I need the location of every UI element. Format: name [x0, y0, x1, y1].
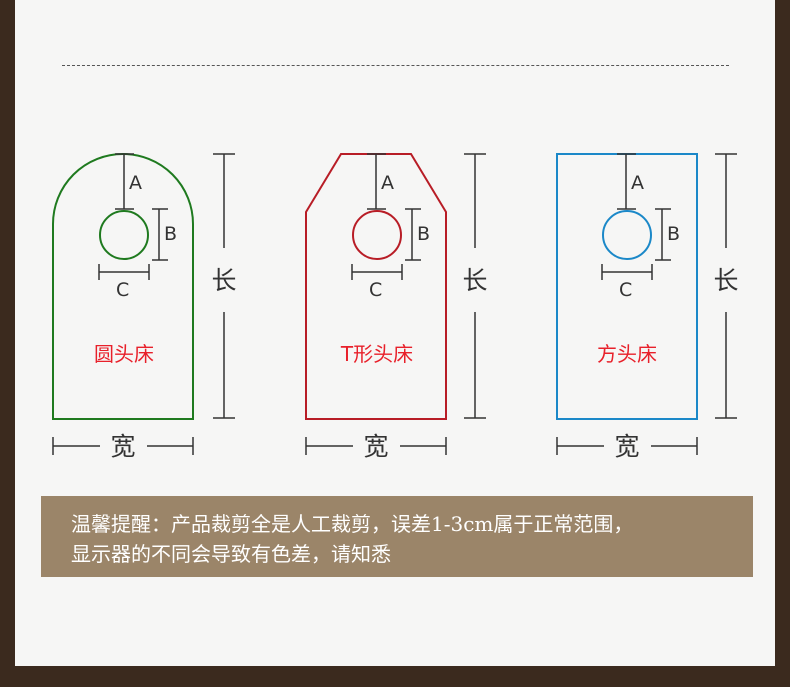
width-dim-marker — [556, 437, 698, 455]
t-head-outline — [305, 153, 447, 420]
width-label: 宽 — [110, 432, 135, 461]
dim-c-marker — [98, 264, 150, 280]
notice-line-2: 显示器的不同会导致有色差，请知悉 — [71, 542, 391, 566]
dim-a-marker — [367, 153, 386, 210]
dim-a-label: A — [381, 172, 394, 194]
round-head-diagram: A B C 圆头床 长 宽 — [52, 153, 237, 461]
t-head-diagram: A B C T形头床 长 宽 — [305, 153, 488, 461]
square-head-diagram: A B C 方头床 长 宽 — [556, 153, 739, 461]
length-label: 长 — [211, 266, 236, 295]
hole-circle — [602, 210, 652, 260]
width-label: 宽 — [363, 432, 388, 461]
length-dim-marker — [715, 153, 737, 419]
dim-c-label: C — [619, 279, 632, 301]
dim-a-marker — [617, 153, 636, 210]
dim-b-label: B — [164, 223, 177, 245]
length-dim-marker — [464, 153, 486, 419]
dim-b-label: B — [417, 223, 430, 245]
notice-box — [41, 496, 753, 577]
width-dim-marker — [52, 437, 194, 455]
dim-c-marker — [601, 264, 653, 280]
length-label: 长 — [462, 266, 487, 295]
shape-name-square: 方头床 — [597, 342, 657, 366]
dim-c-marker — [351, 264, 403, 280]
shape-name-t: T形头床 — [340, 342, 413, 366]
hole-circle — [352, 210, 402, 260]
dim-b-marker — [405, 208, 421, 261]
dim-a-marker — [115, 153, 134, 210]
dim-a-label: A — [631, 172, 644, 194]
dim-b-label: B — [667, 223, 680, 245]
dim-c-label: C — [116, 279, 129, 301]
dim-b-marker — [655, 208, 671, 261]
dim-b-marker — [152, 208, 168, 261]
dashed-divider — [62, 65, 729, 66]
shape-name-round: 圆头床 — [94, 342, 154, 366]
dim-c-label: C — [369, 279, 382, 301]
width-label: 宽 — [614, 432, 639, 461]
notice-line-1: 温馨提醒：产品裁剪全是人工裁剪，误差1-3cm属于正常范围， — [71, 512, 634, 536]
hole-circle — [99, 210, 149, 260]
length-label: 长 — [713, 266, 738, 295]
width-dim-marker — [305, 437, 447, 455]
length-dim-marker — [213, 153, 235, 419]
dim-a-label: A — [129, 172, 142, 194]
